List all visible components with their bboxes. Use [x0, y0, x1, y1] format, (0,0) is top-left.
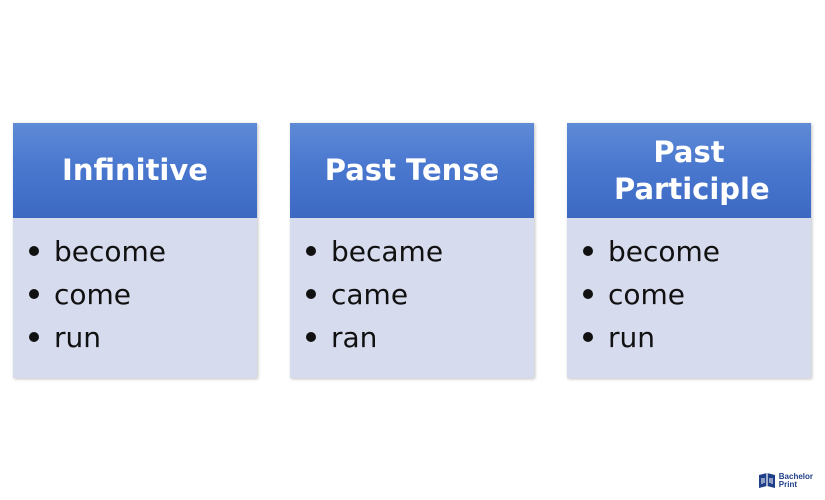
- bullet-icon: [583, 332, 593, 342]
- list-item: come: [13, 273, 257, 316]
- brand-logo: Bachelor Print: [758, 472, 813, 490]
- past-participle-column: Past Participle become come run: [567, 123, 811, 378]
- bullet-icon: [29, 332, 39, 342]
- list-item: become: [13, 230, 257, 273]
- list-item: become: [567, 230, 811, 273]
- bullet-icon: [583, 246, 593, 256]
- column-body: become come run: [567, 218, 811, 378]
- list-item: became: [290, 230, 534, 273]
- column-body: became came ran: [290, 218, 534, 378]
- infinitive-column: Infinitive become come run: [13, 123, 257, 378]
- column-title: Infinitive: [62, 153, 208, 187]
- list-item: came: [290, 273, 534, 316]
- past-tense-column: Past Tense became came ran: [290, 123, 534, 378]
- column-title: Past Participle: [614, 134, 770, 206]
- list-item: come: [567, 273, 811, 316]
- column-header: Past Participle: [567, 123, 811, 218]
- column-title: Past Tense: [324, 153, 500, 187]
- bullet-icon: [306, 289, 316, 299]
- bullet-icon: [29, 289, 39, 299]
- book-logo-icon: [758, 473, 775, 488]
- bullet-icon: [306, 246, 316, 256]
- column-header: Past Tense: [290, 123, 534, 218]
- bullet-icon: [583, 289, 593, 299]
- list-item: run: [13, 316, 257, 359]
- list-item: ran: [290, 316, 534, 359]
- brand-text: Bachelor Print: [778, 472, 813, 489]
- column-header: Infinitive: [13, 123, 257, 218]
- bullet-icon: [29, 246, 39, 256]
- list-item: run: [567, 316, 811, 359]
- column-body: become come run: [13, 218, 257, 378]
- bullet-icon: [306, 332, 316, 342]
